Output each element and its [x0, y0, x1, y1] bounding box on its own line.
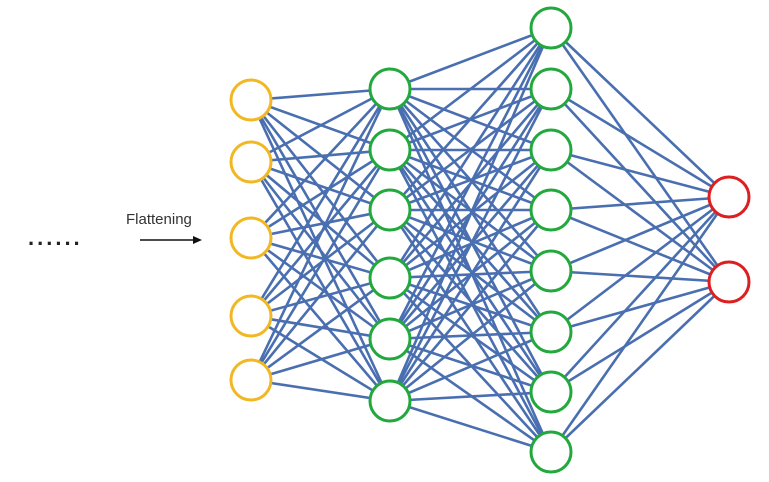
hidden1-neuron-3 [368, 188, 412, 232]
connection-input-2-to-hidden1-4 [249, 160, 392, 280]
input-neuron-4 [229, 294, 273, 338]
flattening-arrow-icon [140, 236, 202, 244]
connection-hidden1-4-to-hidden2-1 [388, 26, 553, 280]
connection-hidden1-3-to-hidden2-7 [388, 208, 553, 394]
connection-hidden1-3-to-hidden2-1 [388, 26, 553, 212]
connection-input-1-to-hidden1-1 [249, 87, 392, 102]
input-neuron-1 [229, 78, 273, 122]
hidden1-neuron-2 [368, 128, 412, 172]
connection-hidden1-2-to-hidden2-1 [388, 26, 553, 152]
connection-hidden2-2-to-output-2 [549, 87, 731, 284]
connection-hidden1-6-to-hidden2-2 [388, 87, 553, 403]
connection-hidden1-3-to-hidden2-6 [388, 208, 553, 334]
hidden2-neuron-3 [529, 128, 573, 172]
connection-hidden1-3-to-hidden2-8 [388, 208, 553, 454]
hidden2-neuron-4 [529, 188, 573, 232]
connection-input-3-to-hidden1-2 [249, 148, 392, 240]
input-neuron-2 [229, 140, 273, 184]
connection-hidden2-1-to-output-2 [549, 26, 731, 284]
hidden1-neuron-1 [368, 67, 412, 111]
connection-input-3-to-hidden1-6 [249, 236, 392, 403]
flattening-label: Flattening [126, 211, 192, 228]
connection-hidden2-5-to-output-2 [549, 269, 731, 284]
connection-hidden2-5-to-output-1 [549, 195, 731, 273]
connection-hidden1-6-to-hidden2-4 [388, 208, 553, 403]
connection-input-2-to-hidden1-6 [249, 160, 392, 403]
hidden1-neuron-4 [368, 256, 412, 300]
neurons [229, 6, 751, 474]
connection-hidden1-6-to-hidden2-7 [388, 390, 553, 403]
output-neuron-1 [707, 175, 751, 219]
connection-input-2-to-hidden1-1 [249, 87, 392, 164]
connection-hidden2-7-to-output-1 [549, 195, 731, 394]
connection-hidden2-1-to-output-1 [549, 26, 731, 199]
connection-hidden1-3-to-hidden2-5 [388, 208, 553, 273]
connection-hidden2-8-to-output-1 [549, 195, 731, 454]
connection-input-5-to-hidden1-5 [249, 337, 392, 382]
connection-hidden1-3-to-hidden2-3 [388, 148, 553, 212]
connection-input-2-to-hidden1-5 [249, 160, 392, 341]
connection-input-1-to-hidden1-4 [249, 98, 392, 280]
hidden2-neuron-8 [529, 430, 573, 474]
connection-input-5-to-hidden1-2 [249, 148, 392, 382]
connection-hidden1-6-to-hidden2-3 [388, 148, 553, 403]
connection-hidden2-7-to-output-2 [549, 280, 731, 394]
hidden2-neuron-6 [529, 310, 573, 354]
hidden1-neuron-6 [368, 379, 412, 423]
input-neuron-5 [229, 358, 273, 402]
hidden1-neuron-5 [368, 317, 412, 361]
connection-hidden1-5-to-hidden2-1 [388, 26, 553, 341]
hidden2-neuron-7 [529, 370, 573, 414]
connection-hidden2-2-to-output-1 [549, 87, 731, 199]
connection-input-3-to-hidden1-5 [249, 236, 392, 341]
hidden2-neuron-1 [529, 6, 573, 50]
connection-hidden2-6-to-output-1 [549, 195, 731, 334]
connection-hidden2-3-to-output-1 [549, 148, 731, 199]
connection-input-3-to-hidden1-3 [249, 208, 392, 240]
connection-input-3-to-hidden1-4 [249, 236, 392, 280]
connection-input-2-to-hidden1-3 [249, 160, 392, 212]
connection-hidden1-6-to-hidden2-5 [388, 269, 553, 403]
connection-hidden2-4-to-output-1 [549, 195, 731, 212]
connection-hidden1-6-to-hidden2-1 [388, 26, 553, 403]
connection-hidden1-3-to-hidden2-2 [388, 87, 553, 212]
connection-hidden2-4-to-output-2 [549, 208, 731, 284]
connections [249, 26, 731, 454]
ellipsis-text: ...... [28, 225, 83, 250]
connection-input-5-to-hidden1-4 [249, 276, 392, 382]
connection-hidden1-1-to-hidden2-1 [388, 26, 553, 91]
hidden2-neuron-5 [529, 249, 573, 293]
connection-hidden2-6-to-output-2 [549, 280, 731, 334]
connection-input-4-to-hidden1-1 [249, 87, 392, 318]
connection-hidden1-6-to-hidden2-8 [388, 399, 553, 454]
input-neuron-3 [229, 216, 273, 260]
connection-hidden2-3-to-output-2 [549, 148, 731, 284]
connection-input-2-to-hidden1-2 [249, 148, 392, 164]
connection-input-5-to-hidden1-3 [249, 208, 392, 382]
connection-hidden1-6-to-hidden2-6 [388, 330, 553, 403]
connection-input-3-to-hidden1-1 [249, 87, 392, 240]
connection-input-5-to-hidden1-6 [249, 378, 392, 403]
hidden2-neuron-2 [529, 67, 573, 111]
connection-input-5-to-hidden1-1 [249, 87, 392, 382]
connection-hidden2-8-to-output-2 [549, 280, 731, 454]
output-neuron-2 [707, 260, 751, 304]
